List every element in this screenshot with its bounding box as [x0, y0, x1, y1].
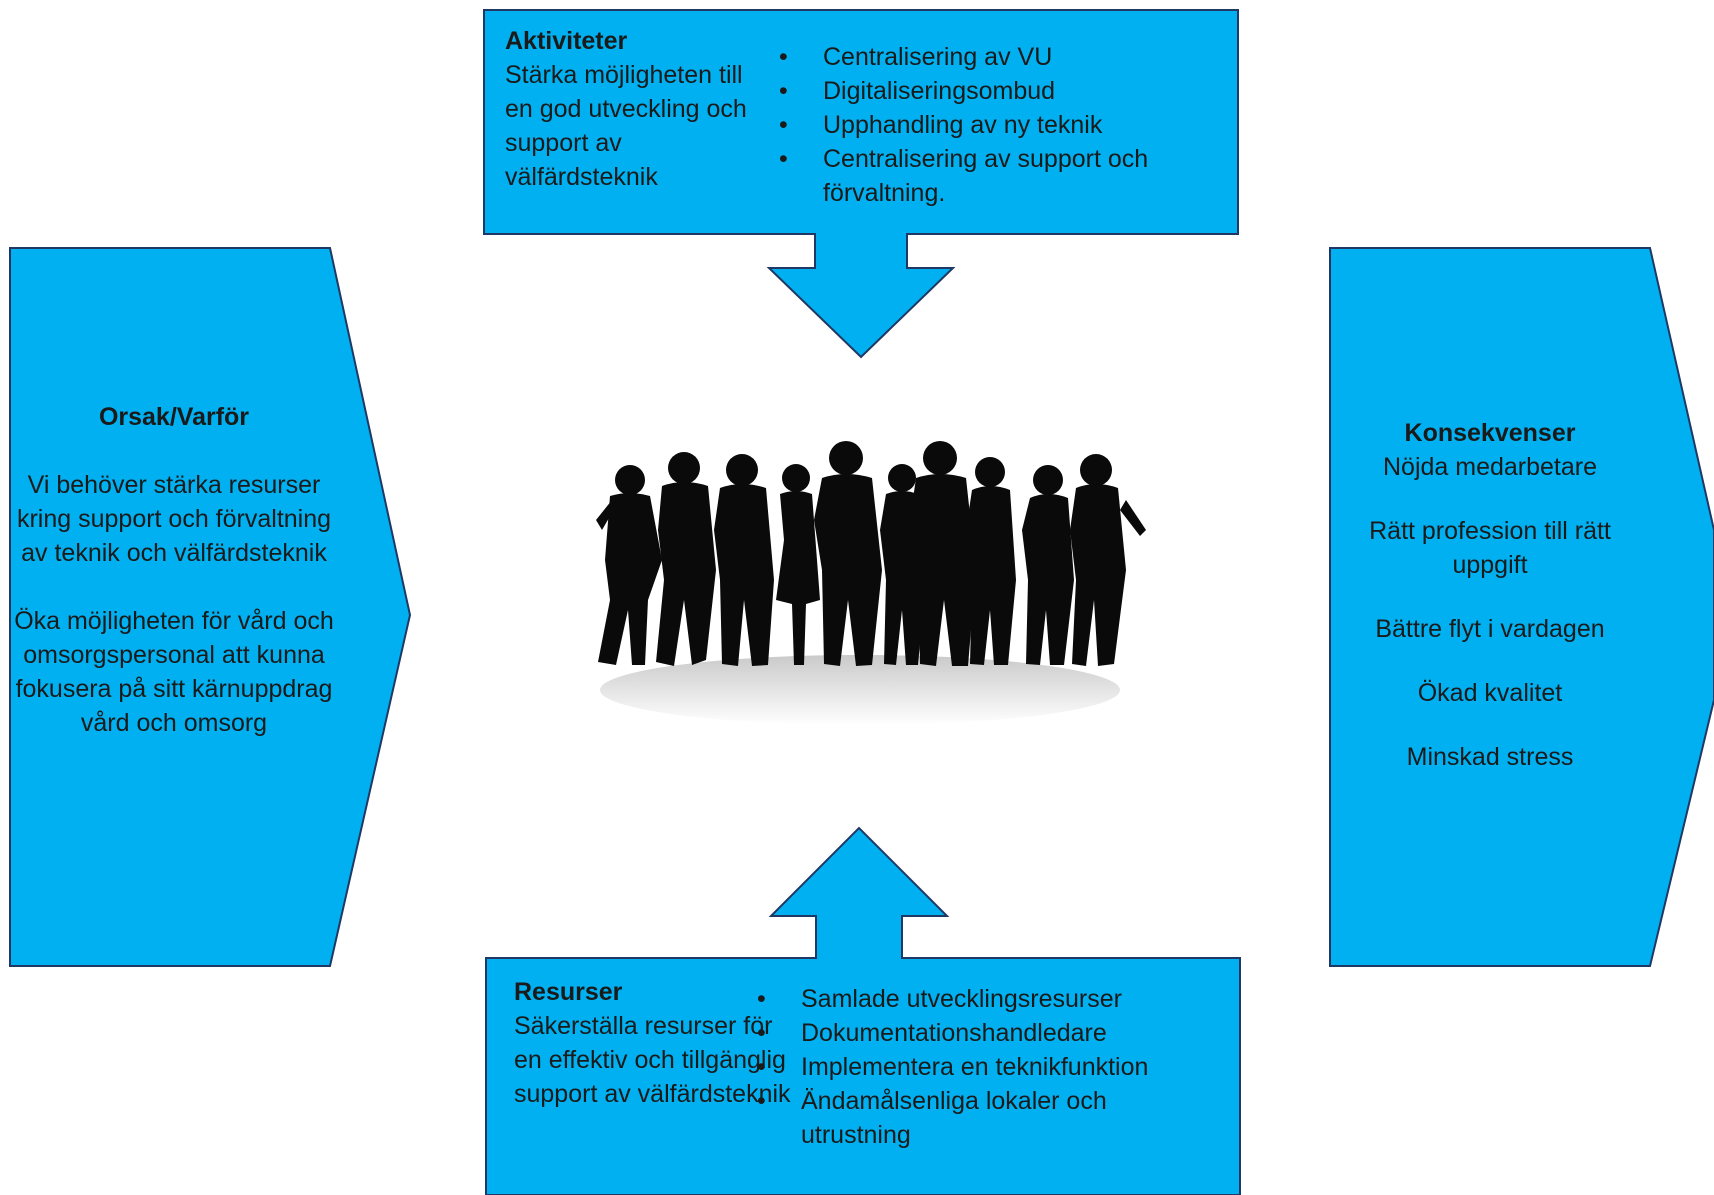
- resurser-item: Dokumentationshandledare: [755, 1016, 1215, 1050]
- aktiviteter-description: Stärka möjligheten till en god utvecklin…: [505, 61, 747, 191]
- aktiviteter-item: Centralisering av support och förvaltnin…: [777, 142, 1197, 210]
- aktiviteter-title: Aktiviteter: [505, 27, 628, 55]
- konsekvenser-item: Bättre flyt i vardagen: [1375, 615, 1605, 643]
- resurser-item: Samlade utvecklingsresurser: [755, 982, 1215, 1016]
- resurser-list: Samlade utvecklingsresurser Dokumentatio…: [755, 982, 1215, 1152]
- resurser-item: Ändamålsenliga lokaler och utrustning: [755, 1084, 1215, 1152]
- konsekvenser-title: Konsekvenser: [1404, 419, 1576, 447]
- orsak-block: Orsak/Varför Vi behöver stärka resurser …: [14, 400, 334, 740]
- aktiviteter-item: Centralisering av VU: [777, 40, 1197, 74]
- aktiviteter-item: Upphandling av ny teknik: [777, 108, 1197, 142]
- orsak-paragraph: Öka möjligheten för vård och omsorgspers…: [14, 607, 334, 703]
- orsak-paragraph: vård och omsorg: [80, 709, 268, 737]
- konsekvenser-item: Nöjda medarbetare: [1382, 453, 1597, 481]
- konsekvenser-block: Konsekvenser Nöjda medarbetare Rätt prof…: [1345, 416, 1635, 774]
- resurser-item: Implementera en teknikfunktion: [755, 1050, 1215, 1084]
- resurser-title: Resurser: [514, 978, 623, 1006]
- konsekvenser-item: Rätt profession till rätt uppgift: [1369, 517, 1611, 579]
- konsekvenser-item: Ökad kvalitet: [1417, 679, 1563, 707]
- konsekvenser-item: Minskad stress: [1406, 743, 1574, 771]
- konsekvenser-shape: [1329, 247, 1714, 967]
- orsak-title: Orsak/Varför: [98, 403, 250, 431]
- aktiviteter-item: Digitaliseringsombud: [777, 74, 1197, 108]
- orsak-paragraph: Vi behöver stärka resurser kring support…: [16, 471, 332, 567]
- orsak-shape: [9, 247, 412, 967]
- people-silhouette-image: [596, 441, 1146, 725]
- resurser-description: Säkerställa resurser för en effektiv och…: [514, 1012, 791, 1108]
- aktiviteter-list: Centralisering av VU Digitaliseringsombu…: [777, 40, 1197, 210]
